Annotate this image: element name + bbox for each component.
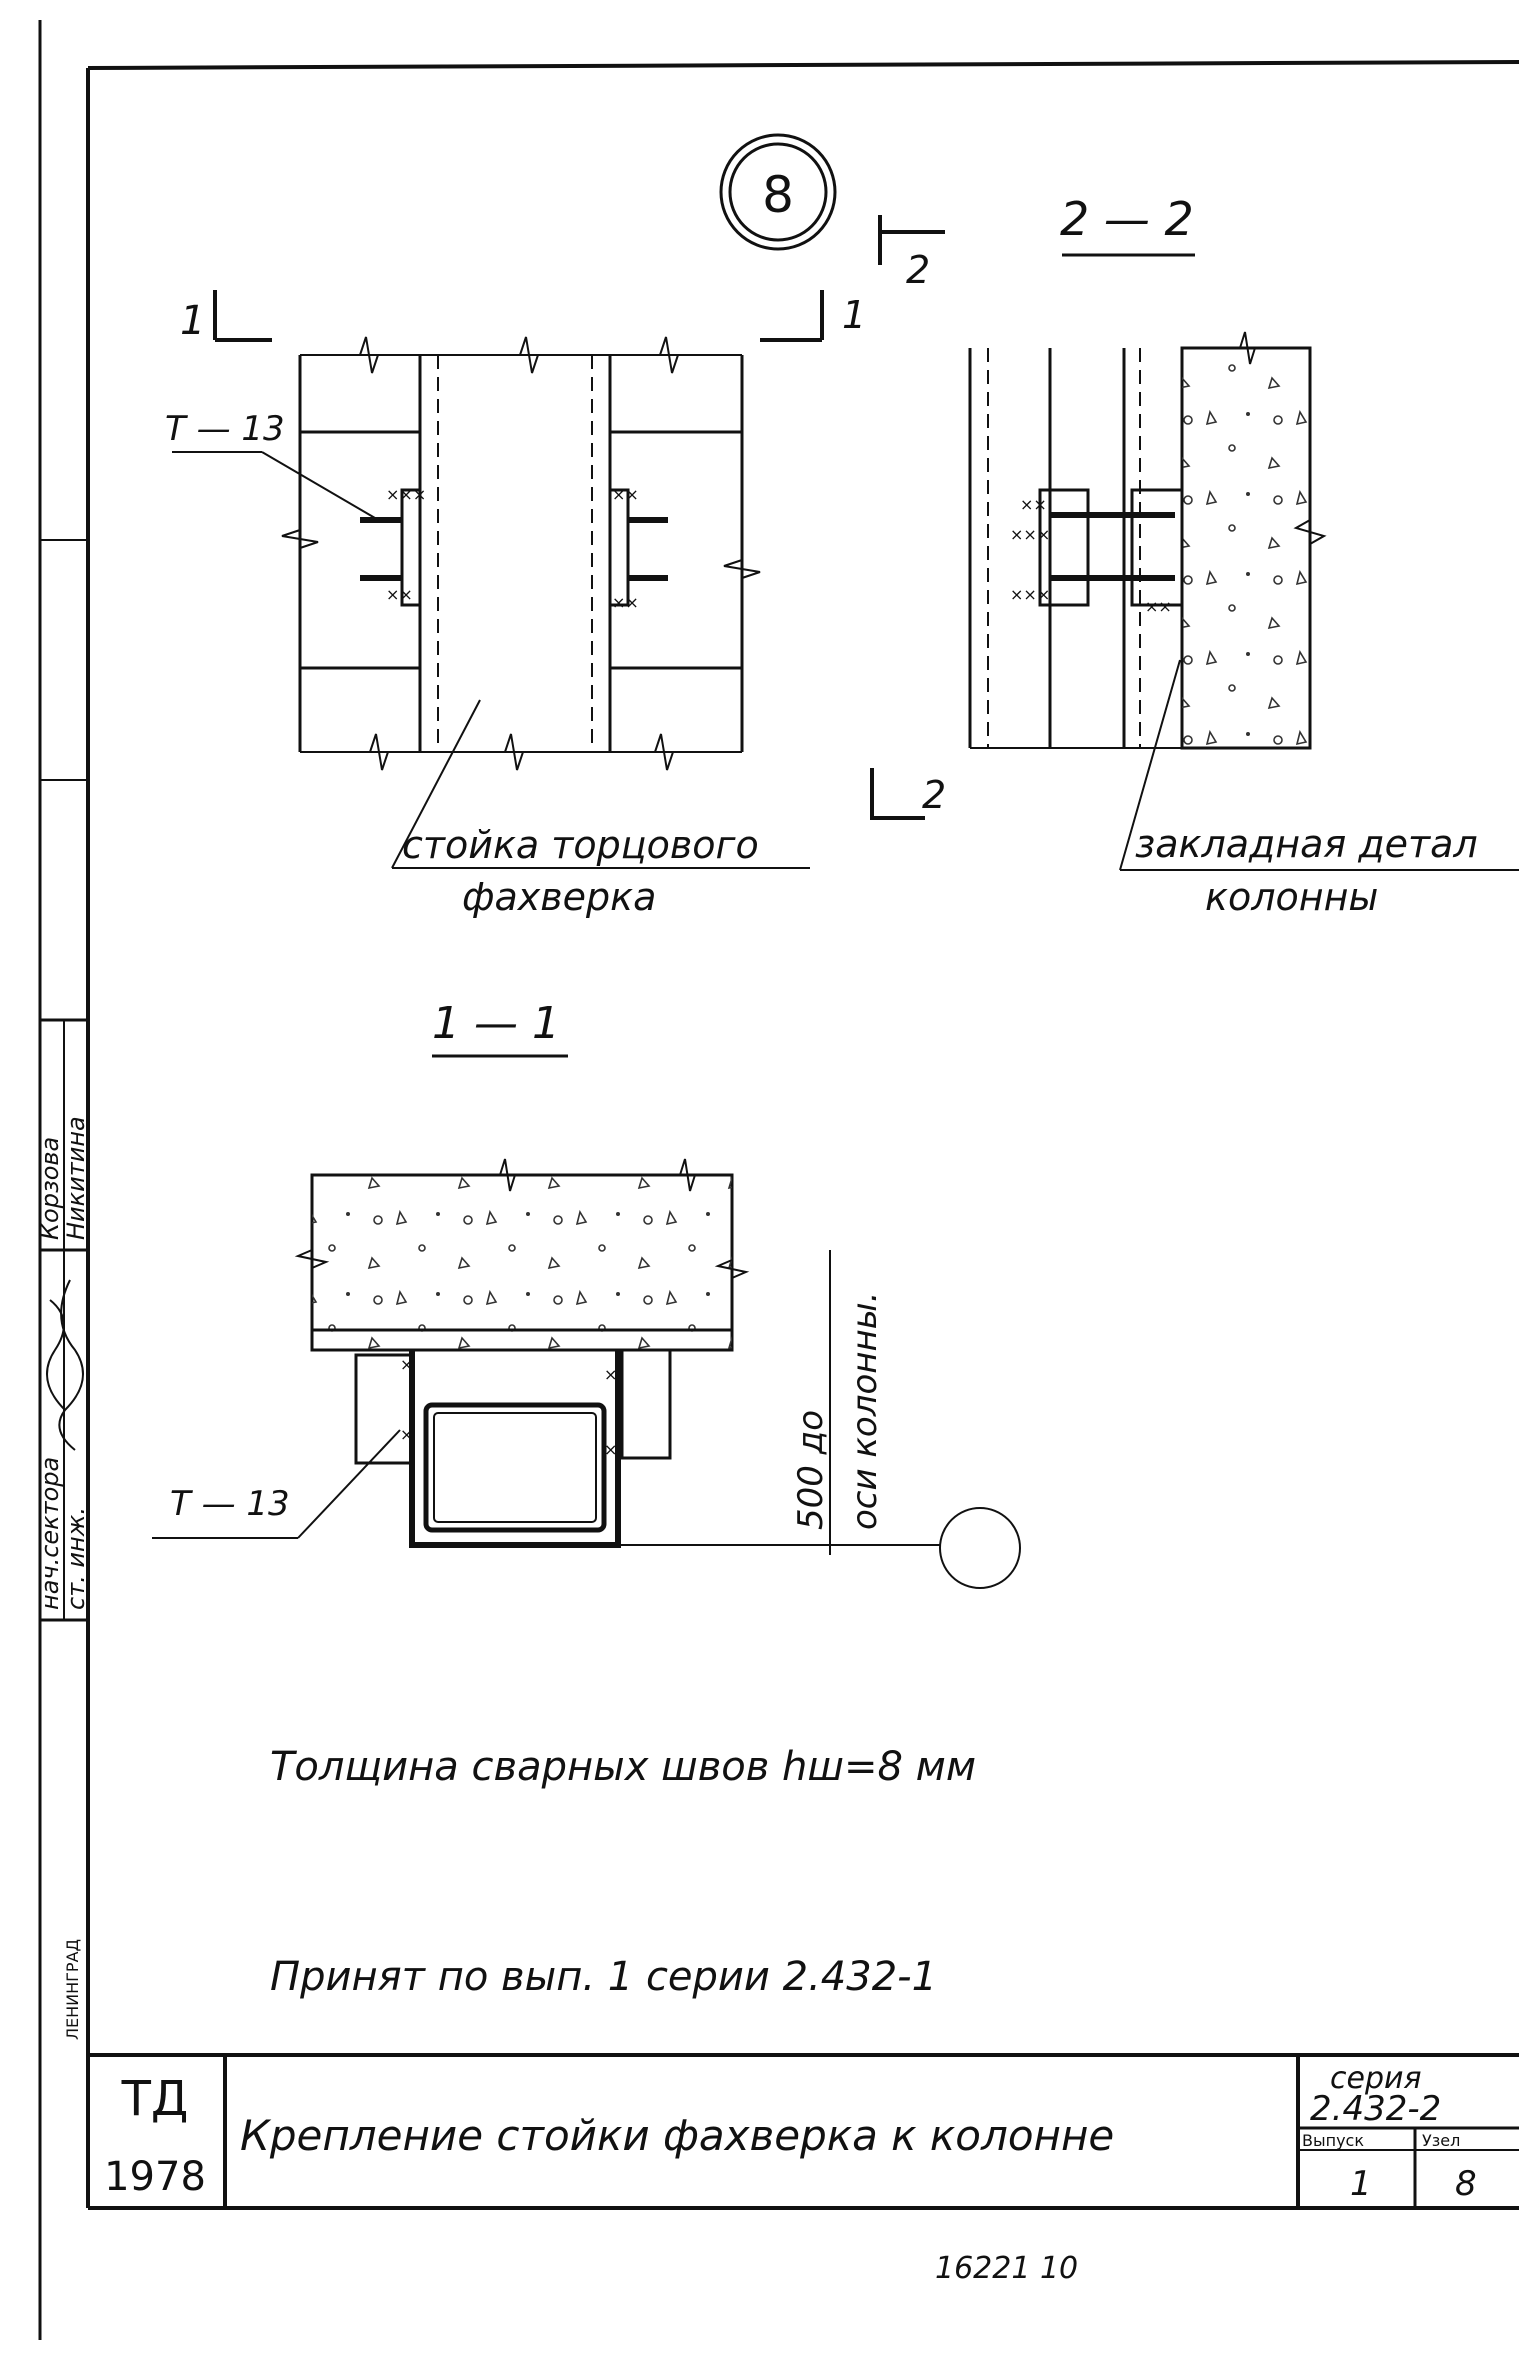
side-stamp: нач.сектора ст. инж. Корзова Никитина ЛЕ…: [36, 539, 90, 2040]
svg-text:××: ××: [386, 585, 413, 604]
svg-text:×××: ×××: [386, 485, 426, 504]
svg-text:×××: ×××: [1010, 585, 1050, 604]
section-2-cut-bottom: 2: [870, 768, 946, 820]
svg-text:×: ×: [400, 1355, 413, 1374]
stamp-city: ЛЕНИНГРАД: [63, 1939, 82, 2040]
label-embed-line1: закладная детал: [1135, 822, 1478, 866]
svg-text:××: ××: [612, 485, 639, 504]
svg-text:×: ×: [604, 1365, 617, 1384]
stamp-name-1: Корзова: [36, 1137, 64, 1240]
stamp-role-2: ст. инж.: [62, 1507, 90, 1610]
sheet-frame: [38, 20, 1519, 2340]
note-accepted: Принят по вып. 1 серии 2.432-1: [270, 1954, 937, 2000]
section-1-mark-right: 1: [842, 293, 866, 337]
svg-text:××: ××: [1020, 495, 1047, 514]
node-number: 8: [762, 166, 794, 224]
section-1-1-title: 1 — 1: [432, 998, 560, 1049]
title-org: ТД: [121, 2071, 189, 2127]
section-2-mark-top: 2: [906, 248, 930, 292]
note-weld: Толщина сварных швов hш=8 мм: [270, 1744, 976, 1790]
series-value: 2.432-2: [1310, 2089, 1441, 2129]
callout-t13-top: Т — 13: [165, 409, 285, 449]
svg-text:××: ××: [612, 593, 639, 612]
node-marker: 8: [719, 133, 837, 251]
stamp-name-2: Никитина: [62, 1116, 90, 1240]
dimension-line2: оси колонны.: [845, 1292, 885, 1530]
signature-2: [46, 1299, 66, 1411]
node-value: 8: [1455, 2164, 1477, 2204]
section-1-cut-left: 1: [180, 290, 272, 344]
section-1-1-view: 1 — 1 × × × × Т — 13 500 до оси колонны.: [152, 998, 1021, 1589]
section-2-2-view: 2 — 2 ×× ××× ××× ×× закладная детал коло…: [968, 192, 1519, 919]
callout-t13-bottom: Т — 13: [170, 1484, 290, 1524]
drawing-title: Крепление стойки фахверка к колонне: [240, 2111, 1114, 2160]
title-year: 1978: [104, 2154, 206, 2200]
inventory-number: 16221 10: [935, 2251, 1078, 2286]
svg-text:×: ×: [604, 1440, 617, 1459]
title-block: ТД 1978 Крепление стойки фахверка к коло…: [86, 2053, 1519, 2208]
svg-text:×××: ×××: [1010, 525, 1050, 544]
elevation-view: ××× ×× ×× ×× Т — 13 стойка торцового фах…: [165, 336, 810, 919]
signature-1: [58, 1279, 84, 1451]
section-2-cut-top: 2: [878, 215, 945, 292]
svg-text:××: ××: [1145, 597, 1172, 616]
label-post-line2: фахверка: [462, 875, 656, 919]
issue-value: 1: [1350, 2164, 1372, 2204]
svg-text:×: ×: [400, 1425, 413, 1444]
section-2-mark-bottom: 2: [922, 773, 946, 817]
node-label: Узел: [1422, 2131, 1460, 2150]
section-1-mark-left: 1: [180, 298, 205, 344]
label-post-line1: стойка торцового: [402, 823, 759, 867]
label-embed-line2: колонны: [1205, 875, 1378, 919]
stamp-role-1: нач.сектора: [36, 1457, 64, 1610]
dimension-line1: 500 до: [791, 1410, 831, 1530]
issue-label: Выпуск: [1302, 2131, 1364, 2150]
series-label: серия: [1330, 2061, 1422, 2096]
section-2-2-title: 2 — 2: [1060, 192, 1194, 246]
section-1-cut-right: 1: [760, 290, 866, 342]
